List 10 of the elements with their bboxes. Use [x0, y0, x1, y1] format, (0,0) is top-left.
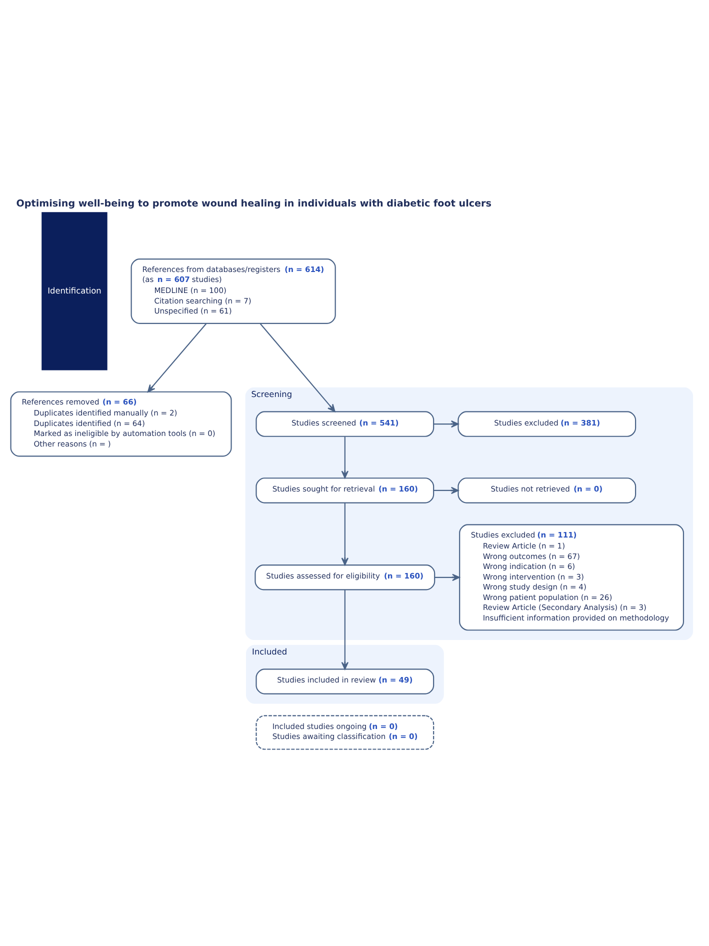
arrow	[341, 590, 349, 670]
arrow	[434, 420, 459, 428]
diagram-title: Optimising well-being to promote wound healing in individuals with diabetic foot ulcers	[16, 198, 492, 210]
arrow	[260, 323, 336, 412]
arrow	[341, 436, 349, 478]
arrow	[434, 486, 459, 494]
node-box: Identification	[42, 212, 108, 370]
arrow	[341, 502, 349, 566]
arrow	[434, 574, 460, 582]
arrow	[147, 323, 207, 392]
